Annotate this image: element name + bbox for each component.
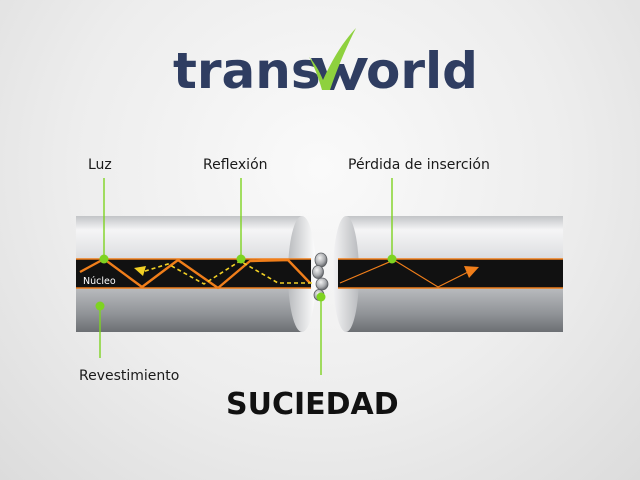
brand-logo: trans orld: [173, 28, 478, 100]
fiber-core-right: [338, 259, 563, 288]
core-boundaries: [76, 258, 563, 289]
callouts: [95, 178, 397, 375]
label-dirt: SUCIEDAD: [226, 387, 399, 422]
logo-text-orld: orld: [366, 42, 478, 100]
label-light: Luz: [88, 157, 112, 173]
transmitted-path: [339, 259, 469, 288]
transmitted-arrow-icon: [464, 266, 479, 278]
reflected-arrow-icon: [134, 266, 146, 276]
fiber-core-left: [76, 259, 311, 288]
reflected-path: [141, 260, 312, 285]
light-path: [79, 257, 311, 290]
logo-text-trans: trans: [173, 42, 321, 100]
label-cladding: Revestimiento: [79, 368, 179, 384]
label-reflection: Reflexión: [203, 157, 268, 173]
label-core: Núcleo: [83, 276, 116, 287]
label-insertion-loss: Pérdida de inserción: [348, 157, 490, 173]
checkmark-icon: [309, 28, 356, 90]
